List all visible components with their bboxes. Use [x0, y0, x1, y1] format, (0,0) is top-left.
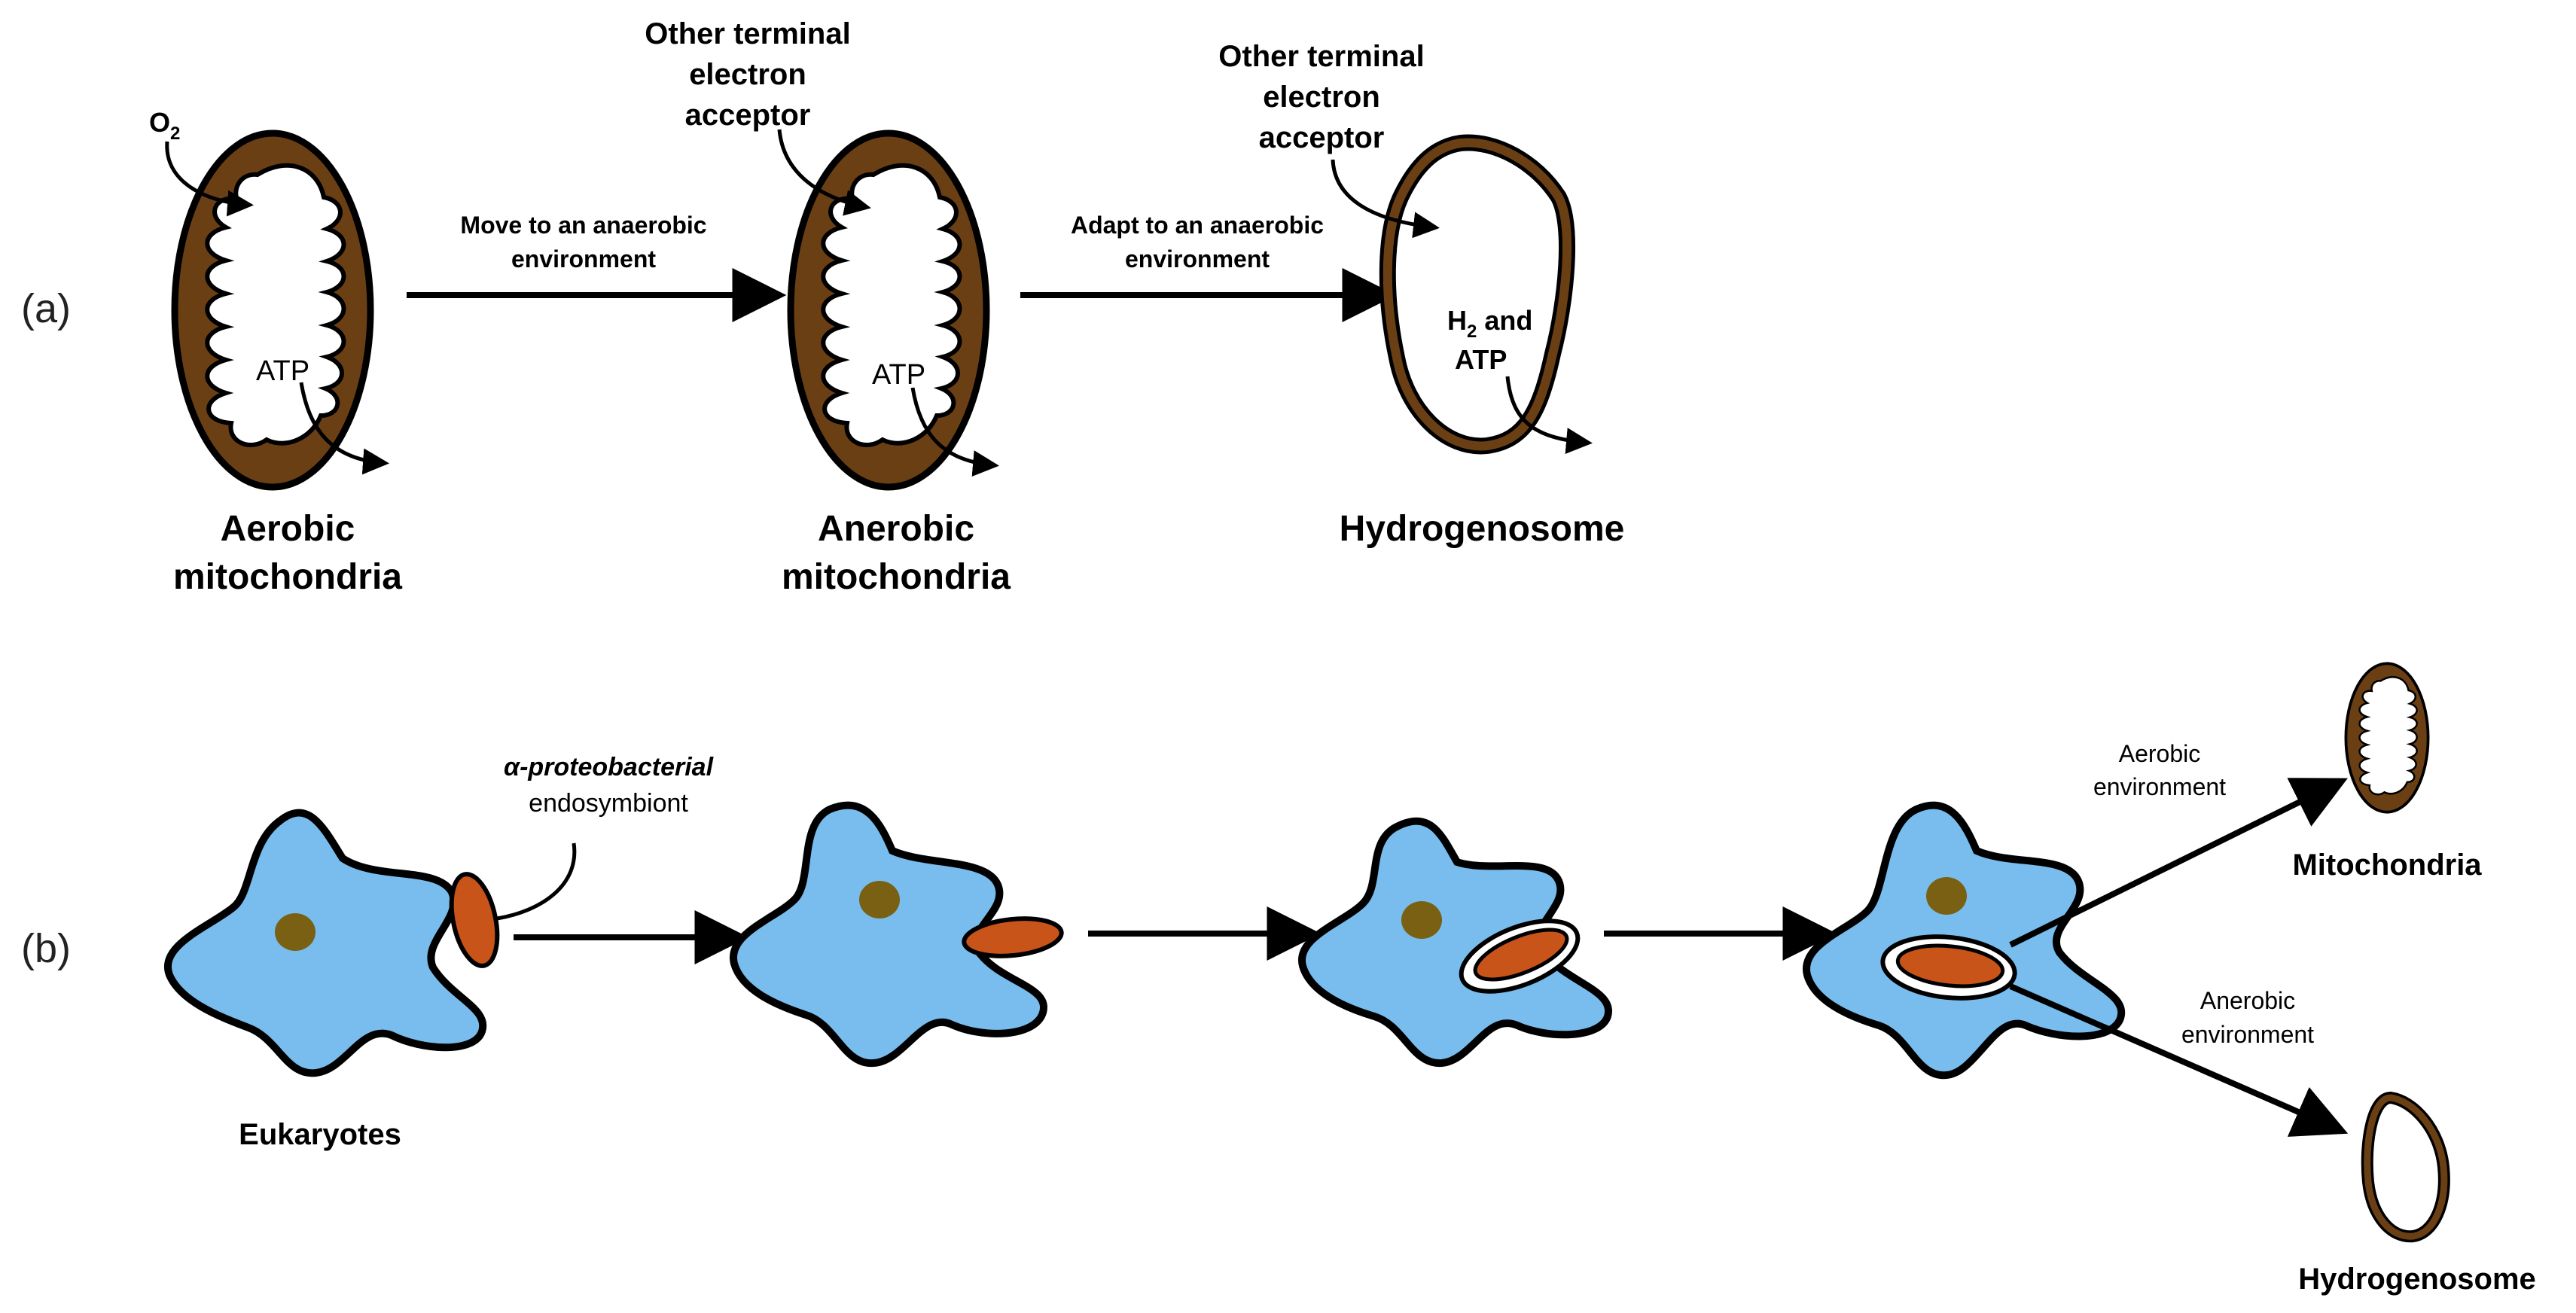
bacterium-entering: [962, 916, 1064, 958]
atp-arrow-aerobic: [299, 382, 389, 475]
hydrogenosome-small-label: Hydrogenosome: [2298, 1263, 2536, 1296]
atp-arrow-anaerobic: [910, 387, 999, 477]
eukaryotes-label: Eukaryotes: [239, 1118, 401, 1151]
acceptor-arrow-stage2: [777, 129, 871, 216]
anaerobic-branch-arrow: [2009, 983, 2349, 1137]
eukaryote-cell-1: [164, 809, 487, 1077]
aerobic-branch-arrow: [2009, 778, 2348, 948]
engulfed-bacterium-3: [1473, 928, 1569, 982]
o2-label: O2: [149, 107, 180, 144]
eukaryote-cell-3: [1298, 817, 1612, 1068]
endosymbiont-bacterium: [449, 872, 500, 968]
endosymbiont-pointer: [496, 842, 577, 921]
organelle-precursor-4: [1895, 943, 2005, 989]
panel-a-label: (a): [21, 286, 71, 331]
mitochondrion-small: [2344, 662, 2430, 814]
aerobic-mitochondria-shape: [175, 133, 370, 487]
panel-b-label: (b): [21, 926, 71, 971]
hydrogenosome-title: Hydrogenosome: [1340, 509, 1625, 549]
nucleus-4: [1926, 877, 1967, 915]
eukaryote-cell-2: [730, 801, 1047, 1068]
nucleus-3: [1401, 901, 1442, 939]
nucleus-2: [859, 881, 900, 918]
acceptor-arrow-stage3: [1331, 159, 1440, 239]
anaerobic-mitochondria-shape: [791, 133, 986, 487]
o2-arrow: [165, 141, 254, 217]
h2-atp-arrow: [1505, 376, 1593, 454]
atp-label-aerobic: ATP: [256, 355, 309, 387]
atp-label-anaerobic: ATP: [872, 359, 925, 391]
nucleus-1: [275, 913, 316, 951]
mitochondria-label: Mitochondria: [2292, 848, 2482, 882]
